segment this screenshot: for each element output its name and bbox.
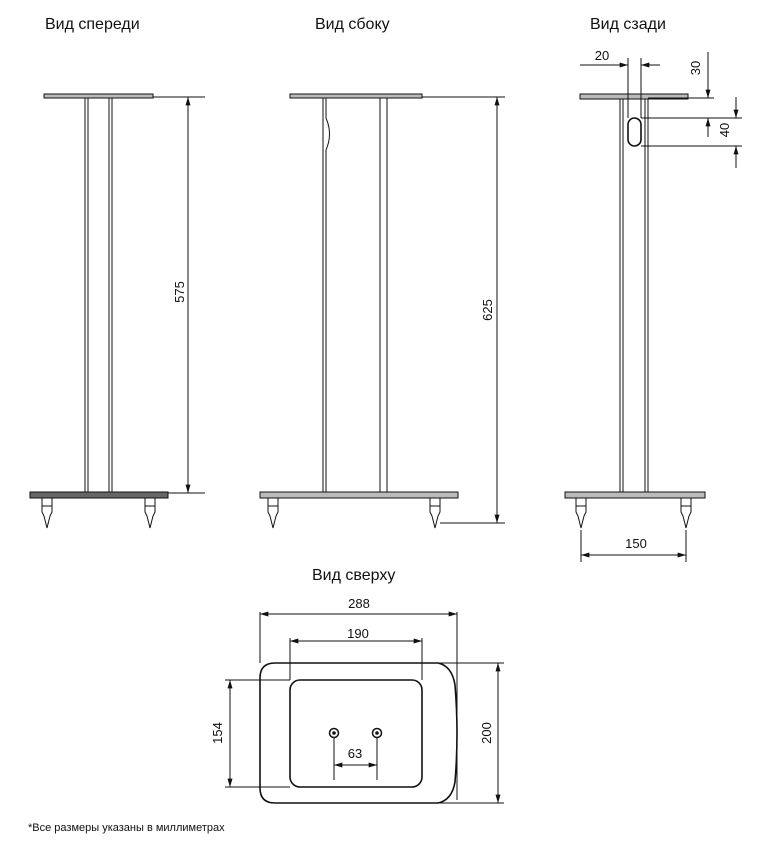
- column: [84, 98, 113, 492]
- feet-span-label: 150: [625, 536, 647, 551]
- footnote: *Все размеры указаны в миллиметрах: [28, 822, 225, 834]
- top-plate-outline: [289, 679, 423, 788]
- top-view: Вид сверху 288 190 63 154 200: [210, 567, 504, 804]
- front-view: Вид спереди 575: [29, 16, 205, 529]
- slot-height-label: 40: [717, 123, 732, 137]
- inner-depth-label: 154: [210, 722, 225, 744]
- screw-spacing-label: 63: [348, 746, 362, 761]
- top-view-title: Вид сверху: [312, 567, 395, 584]
- top-plate: [43, 93, 154, 99]
- spike-foot: [267, 498, 279, 529]
- slot-offset-label: 30: [688, 61, 703, 75]
- back-view-title: Вид сзади: [590, 16, 666, 33]
- back-view: Вид сзади 20 30 40 150: [564, 16, 742, 562]
- base-outline: [259, 662, 458, 804]
- base-plate: [564, 491, 706, 499]
- front-height-label: 575: [172, 281, 187, 303]
- spike-foot: [575, 498, 587, 529]
- side-height-label: 625: [480, 299, 495, 321]
- base-plate: [29, 491, 169, 499]
- spike-foot: [144, 498, 156, 529]
- side-view-title: Вид сбоку: [315, 16, 390, 33]
- base-plate: [259, 491, 459, 499]
- spike-foot: [429, 498, 441, 529]
- screw-icon: [371, 727, 383, 739]
- top-plate: [579, 93, 689, 100]
- cable-slot: [627, 117, 642, 147]
- top-plate: [289, 93, 423, 99]
- column: [619, 99, 649, 492]
- front-view-title: Вид спереди: [45, 16, 140, 33]
- outer-width-label: 288: [348, 596, 370, 611]
- spike-foot: [680, 498, 692, 529]
- inner-width-label: 190: [347, 626, 369, 641]
- side-view: Вид сбоку 625: [259, 16, 505, 529]
- column: [322, 98, 388, 492]
- screw-icon: [328, 727, 340, 739]
- spike-foot: [41, 498, 53, 529]
- outer-depth-label: 200: [479, 722, 494, 744]
- slot-width-label: 20: [595, 48, 609, 63]
